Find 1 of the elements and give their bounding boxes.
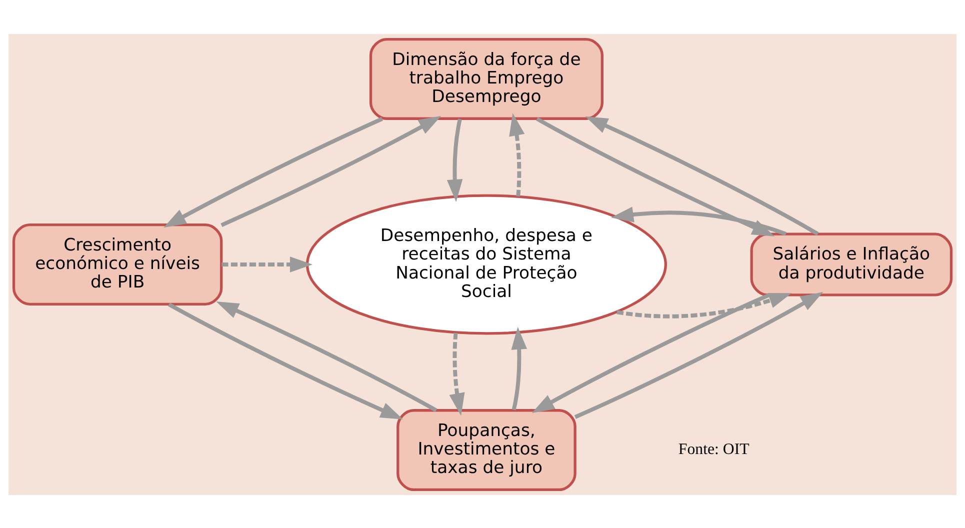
label: Fonte: OIT xyxy=(678,440,750,458)
